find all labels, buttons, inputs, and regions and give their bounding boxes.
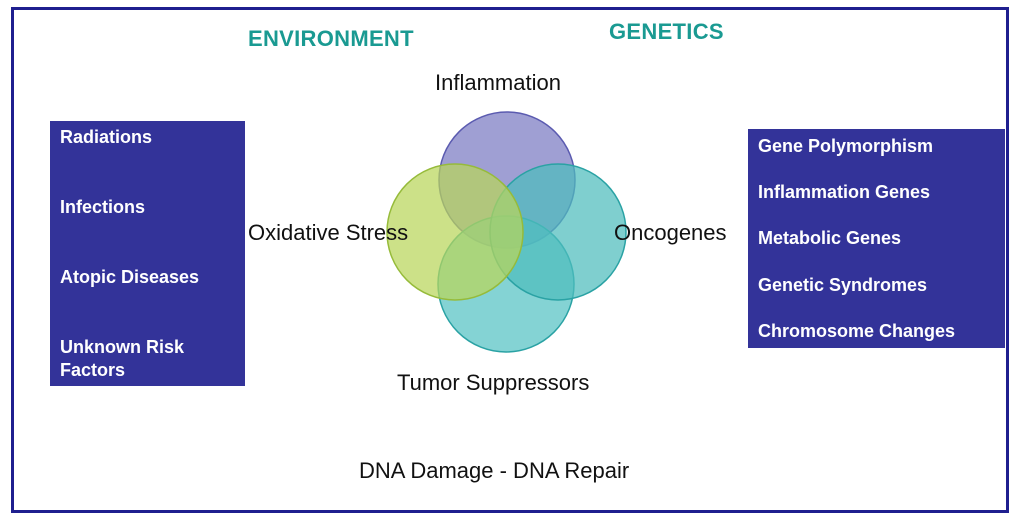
- genetic-factors-box: Gene Polymorphism Inflammation Genes Met…: [748, 129, 1005, 348]
- label-tumor-suppressors: Tumor Suppressors: [397, 370, 590, 395]
- label-inflammation: Inflammation: [435, 70, 561, 95]
- label-oncogenes: Oncogenes: [614, 220, 727, 245]
- environment-factors-box: Radiations Infections Atopic Diseases Un…: [50, 121, 245, 386]
- footer-caption: DNA Damage - DNA Repair: [359, 458, 630, 483]
- environment-factor-item: Atopic Diseases: [60, 267, 200, 287]
- genetic-factor-item: Inflammation Genes: [758, 182, 931, 202]
- genetic-factor-item: Genetic Syndromes: [758, 275, 928, 295]
- genetics-heading: GENETICS: [609, 19, 724, 44]
- environment-factor-item: Unknown Risk Factors: [60, 337, 185, 380]
- genetic-factor-item: Gene Polymorphism: [758, 136, 934, 156]
- genetic-factor-item: Metabolic Genes: [758, 228, 902, 248]
- label-oxidative-stress: Oxidative Stress: [248, 220, 409, 245]
- environment-factor-item: Radiations: [60, 127, 153, 147]
- genetic-factor-item: Chromosome Changes: [758, 321, 956, 341]
- environment-heading: ENVIRONMENT: [248, 26, 414, 51]
- venn-circle-oxidative-stress: [386, 163, 524, 301]
- environment-factor-item: Infections: [60, 197, 146, 217]
